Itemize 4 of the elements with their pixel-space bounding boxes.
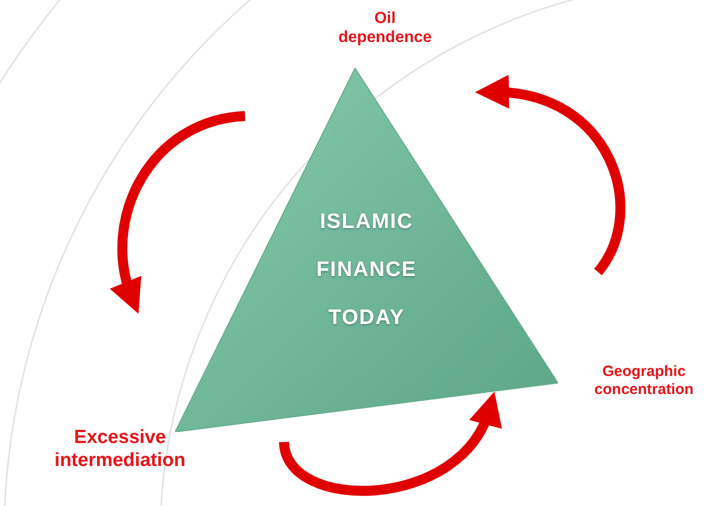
center-title: ISLAMIC FINANCE TODAY xyxy=(315,209,418,331)
vertex-label: Geographic concentration xyxy=(593,363,695,399)
vertex-label: Oil dependence xyxy=(337,8,433,48)
vertex-label: Excessive intermediation xyxy=(54,427,186,473)
